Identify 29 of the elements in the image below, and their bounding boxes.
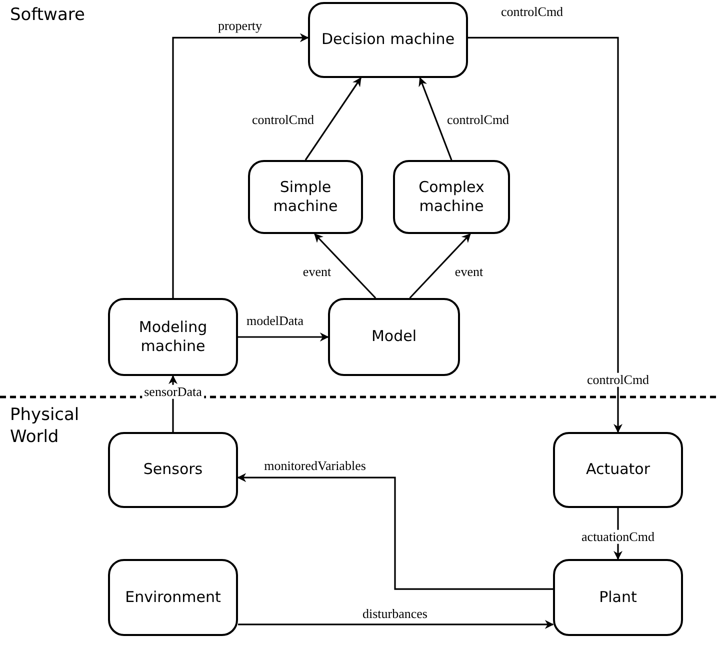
process-box: Model bbox=[328, 298, 460, 376]
process-box: Actuator bbox=[553, 432, 683, 508]
arrow bbox=[237, 473, 553, 590]
text-label: controlCmd bbox=[584, 372, 652, 388]
arrow bbox=[238, 332, 329, 342]
arrow bbox=[409, 233, 471, 299]
arrow bbox=[238, 620, 554, 629]
edge-label: modelData bbox=[244, 314, 306, 328]
arrow bbox=[172, 33, 309, 298]
arrow bbox=[418, 77, 452, 160]
arrow bbox=[314, 233, 376, 299]
process-box: Simple machine bbox=[248, 160, 363, 234]
process-box: Decision machine bbox=[308, 2, 468, 78]
edge-label: monitoredVariables bbox=[262, 458, 368, 474]
arrow bbox=[468, 36, 622, 433]
edge-label: disturbances bbox=[360, 606, 430, 622]
arrow bbox=[304, 77, 362, 160]
zone-label: Physical World bbox=[10, 404, 80, 448]
edge-label: controlCmd bbox=[498, 4, 566, 20]
process-box: Plant bbox=[553, 559, 683, 636]
process-box: Modeling machine bbox=[108, 298, 238, 376]
edge-label: actuationCmd bbox=[580, 530, 656, 544]
edge-label: sensorData bbox=[142, 384, 204, 400]
edge-label: controlCmd bbox=[250, 112, 316, 128]
zone-label: Software bbox=[10, 4, 86, 26]
process-box: Complex machine bbox=[393, 160, 510, 234]
process-box: Sensors bbox=[108, 432, 238, 508]
edge-label: controlCmd bbox=[444, 112, 512, 128]
process-box: Environment bbox=[108, 559, 238, 636]
